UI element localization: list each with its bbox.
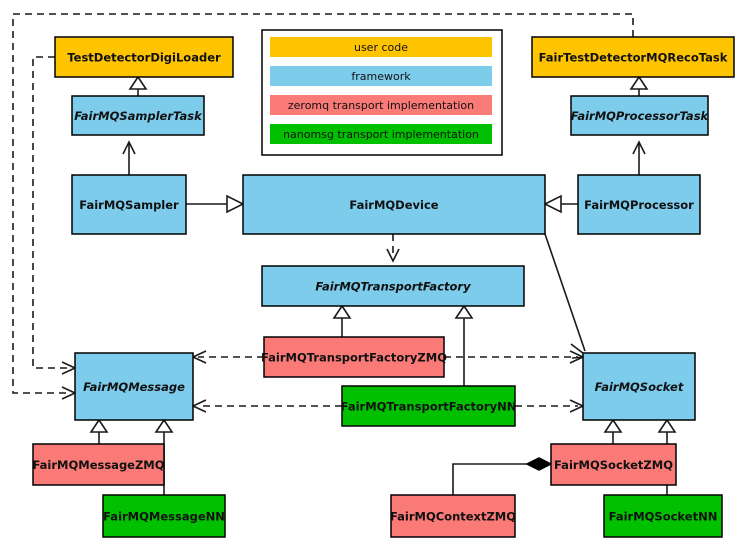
- edge-digiloader-to-message: [32, 56, 77, 375]
- class-box-rect-FairMQTransportFactoryNN[interactable]: [341, 385, 516, 427]
- legend-label-zeromq: zeromq transport implementation: [288, 99, 474, 112]
- edge-socketzmq-to-socket: [603, 418, 623, 444]
- legend: user code framework zeromq transport imp…: [261, 29, 503, 156]
- legend-label-framework: framework: [351, 70, 411, 83]
- legend-swatch-user-code: [270, 37, 492, 57]
- legend-item-zeromq: zeromq transport implementation: [270, 95, 492, 115]
- class-box-FairMQContextZMQ[interactable]: FairMQContextZMQ: [390, 494, 516, 538]
- edge-transportfactoryzmq-to-message: [191, 350, 264, 364]
- edge-transportfactoryzmq-to-socket: [444, 350, 585, 364]
- edge-socketzmq-composition-contextzmq: [452, 457, 553, 495]
- class-box-rect-FairMQProcessorTask[interactable]: [570, 95, 709, 136]
- class-box-FairMQSampler[interactable]: FairMQSampler: [71, 174, 187, 235]
- edge-processor-to-processortask: [632, 140, 646, 175]
- class-box-rect-FairMQSamplerTask[interactable]: [71, 95, 205, 136]
- edge-messagezmq-to-message: [89, 418, 109, 444]
- class-box-rect-FairMQSocketNN[interactable]: [603, 494, 723, 538]
- class-box-rect-FairTestDetectorMQRecoTask[interactable]: [531, 36, 735, 78]
- class-box-rect-FairMQSampler[interactable]: [71, 174, 187, 235]
- class-box-label-FairMQSampler: FairMQSampler: [79, 198, 179, 212]
- class-box-rect-FairMQTransportFactoryZMQ[interactable]: [263, 336, 445, 378]
- class-box-label-FairMQSocket: FairMQSocket: [595, 380, 684, 394]
- class-box-rect-FairMQSocket[interactable]: [582, 352, 696, 421]
- edge-transportfactorynn-to-message: [191, 399, 342, 413]
- edge-device-to-transportfactory: [386, 234, 400, 263]
- legend-label-nanomsg: nanomsg transport implementation: [283, 128, 479, 141]
- class-box-FairMQTransportFactory[interactable]: FairMQTransportFactory: [261, 265, 525, 307]
- edge-samplertask-to-digiloader: [128, 75, 148, 96]
- class-box-FairMQSocket[interactable]: FairMQSocket: [582, 352, 696, 421]
- class-box-label-FairMQProcessorTask: FairMQProcessorTask: [571, 109, 710, 123]
- edge-device-to-socket: [544, 233, 591, 359]
- edge-sampler-to-samplertask: [122, 140, 136, 175]
- edge-transportfactorynn-to-socket: [515, 399, 585, 413]
- class-box-rect-FairMQTransportFactory[interactable]: [261, 265, 525, 307]
- legend-swatch-nanomsg: [270, 124, 492, 144]
- class-box-FairMQTransportFactoryNN[interactable]: FairMQTransportFactoryNN: [341, 385, 517, 427]
- class-box-label-FairMQTransportFactoryZMQ: FairMQTransportFactoryZMQ: [261, 351, 447, 365]
- class-box-label-FairTestDetectorMQRecoTask: FairTestDetectorMQRecoTask: [539, 51, 728, 65]
- class-box-rect-FairMQContextZMQ[interactable]: [390, 494, 516, 538]
- edge-transportfactoryzmq-to-transportfactory: [332, 304, 352, 337]
- class-box-FairMQMessageNN[interactable]: FairMQMessageNN: [102, 494, 226, 538]
- class-box-FairMQMessage[interactable]: FairMQMessage: [74, 352, 194, 421]
- legend-item-nanomsg: nanomsg transport implementation: [270, 124, 492, 144]
- class-box-FairTestDetectorMQRecoTask[interactable]: FairTestDetectorMQRecoTask: [531, 36, 735, 78]
- class-box-label-FairMQMessageNN: FairMQMessageNN: [103, 510, 225, 524]
- legend-label-user-code: user code: [354, 41, 408, 54]
- class-box-FairMQDevice[interactable]: FairMQDevice: [242, 174, 546, 235]
- edge-processor-to-device: [543, 194, 578, 214]
- class-box-FairMQProcessorTask[interactable]: FairMQProcessorTask: [570, 95, 710, 136]
- legend-swatch-zeromq: [270, 95, 492, 115]
- class-box-TestDetectorDigiLoader[interactable]: TestDetectorDigiLoader: [54, 36, 234, 78]
- class-box-label-FairMQTransportFactory: FairMQTransportFactory: [315, 280, 471, 294]
- class-box-rect-FairMQDevice[interactable]: [242, 174, 546, 235]
- class-box-label-FairMQMessageZMQ: FairMQMessageZMQ: [32, 458, 164, 472]
- class-box-rect-FairMQProcessor[interactable]: [577, 174, 701, 235]
- class-box-label-FairMQSocketNN: FairMQSocketNN: [609, 510, 718, 524]
- class-box-label-FairMQSamplerTask: FairMQSamplerTask: [74, 109, 203, 123]
- class-box-label-FairMQMessage: FairMQMessage: [83, 380, 185, 394]
- edge-layer: [12, 13, 677, 495]
- legend-item-framework: framework: [270, 66, 492, 86]
- class-box-FairMQProcessor[interactable]: FairMQProcessor: [577, 174, 701, 235]
- class-box-FairMQMessageZMQ[interactable]: FairMQMessageZMQ: [32, 443, 165, 486]
- class-box-FairMQSocketNN[interactable]: FairMQSocketNN: [603, 494, 723, 538]
- legend-item-user-code: user code: [270, 37, 492, 57]
- class-box-label-FairMQContextZMQ: FairMQContextZMQ: [390, 510, 516, 524]
- class-box-rect-FairMQSocketZMQ[interactable]: [550, 443, 677, 486]
- legend-swatch-framework: [270, 66, 492, 86]
- class-box-rect-FairMQMessage[interactable]: [74, 352, 194, 421]
- edge-transportfactorynn-to-transportfactory: [454, 304, 474, 386]
- class-box-label-FairMQTransportFactoryNN: FairMQTransportFactoryNN: [341, 400, 517, 414]
- class-box-FairMQTransportFactoryZMQ[interactable]: FairMQTransportFactoryZMQ: [261, 336, 447, 378]
- node-layer: TestDetectorDigiLoaderFairMQSamplerTaskF…: [32, 36, 735, 538]
- edge-processortask-to-recotask: [629, 75, 649, 96]
- class-box-label-TestDetectorDigiLoader: TestDetectorDigiLoader: [67, 51, 221, 65]
- class-box-FairMQSocketZMQ[interactable]: FairMQSocketZMQ: [550, 443, 677, 486]
- class-box-label-FairMQSocketZMQ: FairMQSocketZMQ: [554, 458, 673, 472]
- edge-sampler-to-device: [186, 194, 245, 214]
- class-box-rect-FairMQMessageNN[interactable]: [102, 494, 226, 538]
- class-box-label-FairMQDevice: FairMQDevice: [349, 198, 438, 212]
- class-box-rect-TestDetectorDigiLoader[interactable]: [54, 36, 234, 78]
- class-box-FairMQSamplerTask[interactable]: FairMQSamplerTask: [71, 95, 205, 136]
- class-box-rect-FairMQMessageZMQ[interactable]: [32, 443, 165, 486]
- class-box-label-FairMQProcessor: FairMQProcessor: [584, 198, 694, 212]
